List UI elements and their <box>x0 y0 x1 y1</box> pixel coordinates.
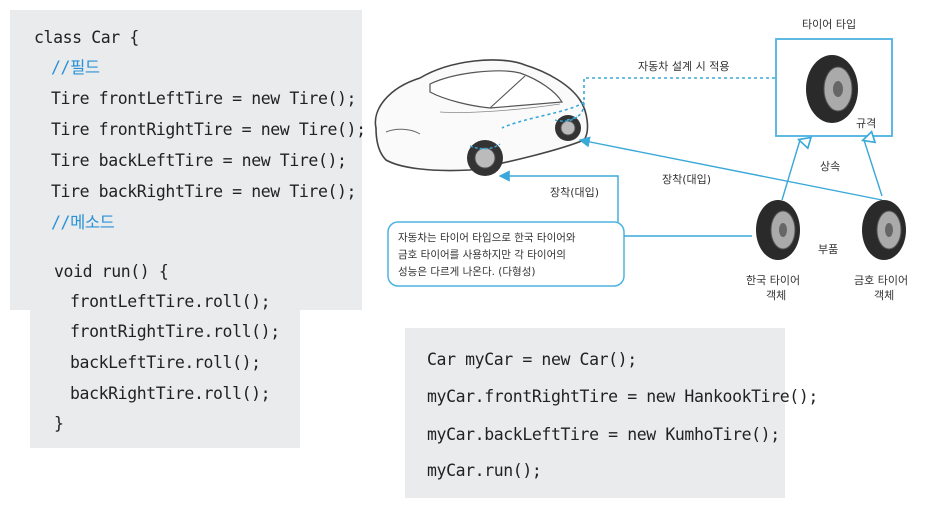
usage-line: myCar.backLeftTire = new KumhoTire(); <box>427 425 780 444</box>
hankook-tire-icon <box>756 200 800 260</box>
car-illustration <box>374 59 589 176</box>
kumho-label-1: 금호 타이어 <box>854 274 908 287</box>
method-comment: //메소드 <box>51 213 115 232</box>
part-label: 부품 <box>818 243 838 256</box>
field-line: Tire frontRightTire = new Tire(); <box>51 120 366 139</box>
spec-label: 규격 <box>856 117 876 130</box>
method-body-line: frontRightTire.roll(); <box>70 322 280 341</box>
mount-arrow-left <box>498 170 619 228</box>
mount-label-left: 장착(대입) <box>550 186 599 199</box>
field-line: Tire backRightTire = new Tire(); <box>51 182 357 201</box>
class-declaration: class Car { <box>34 28 139 47</box>
field-line: Tire backLeftTire = new Tire(); <box>51 151 347 170</box>
method-body-line: backLeftTire.roll(); <box>70 353 261 372</box>
method-code-panel <box>30 245 300 448</box>
inheritance-label: 상속 <box>820 160 840 173</box>
usage-code-panel <box>405 328 785 498</box>
field-comment: //필드 <box>51 58 100 77</box>
polymorphism-note <box>387 221 625 287</box>
method-body-line: backRightTire.roll(); <box>70 384 271 403</box>
apply-label: 자동차 설계 시 적용 <box>638 60 729 73</box>
mount-label-right: 장착(대입) <box>662 173 711 186</box>
method-body-line: frontLeftTire.roll(); <box>70 292 271 311</box>
tire-type-tire <box>806 55 858 123</box>
inherit-arrow-kumho <box>864 140 883 197</box>
note-line: 성능은 다르게 나온다. (다형성) <box>398 266 535 278</box>
usage-line: myCar.run(); <box>427 461 542 480</box>
apply-connector-front <box>501 101 585 129</box>
hankook-label-2: 객체 <box>766 289 786 302</box>
kumho-label-2: 객체 <box>874 289 894 302</box>
note-line: 자동차는 타이어 타입으로 한국 타이어와 <box>398 231 576 244</box>
usage-line: Car myCar = new Car(); <box>427 350 637 369</box>
inherit-arrow-hankook <box>781 140 800 201</box>
method-close-brace: } <box>54 414 64 433</box>
car-tire-diagram: 자동차 설계 시 적용 타이어 타입 규격 상속 장착(대입) 장착(대입) 자… <box>374 18 908 302</box>
hankook-label-1: 한국 타이어 <box>746 274 800 287</box>
field-line: Tire frontLeftTire = new Tire(); <box>51 89 357 108</box>
mount-arrow-right <box>578 136 883 201</box>
apply-connector <box>566 77 775 121</box>
method-signature: void run() { <box>54 262 169 281</box>
usage-line: myCar.frontRightTire = new HankookTire()… <box>427 387 818 406</box>
kumho-tire-icon <box>862 200 906 260</box>
tire-type-title: 타이어 타입 <box>802 18 856 31</box>
note-line: 금호 타이어를 사용하지만 각 타이어의 <box>398 248 566 261</box>
